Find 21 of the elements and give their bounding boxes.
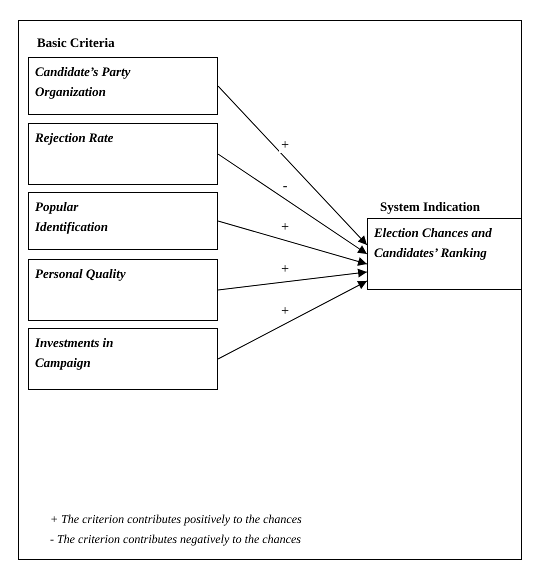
box-text: Candidate’s Party Organization bbox=[35, 63, 132, 101]
box-heading: System Indication bbox=[380, 198, 480, 216]
arrow bbox=[218, 154, 368, 254]
criterion-box bbox=[28, 328, 218, 390]
criterion-box bbox=[28, 259, 218, 321]
edge-label: + bbox=[279, 138, 291, 153]
legend-note: - The criterion contributes negatively to the chances bbox=[50, 532, 301, 547]
arrow bbox=[218, 268, 368, 290]
arrow bbox=[218, 220, 368, 266]
box-text: Popular Identification bbox=[35, 198, 109, 236]
criterion-box bbox=[28, 123, 218, 185]
arrow bbox=[218, 86, 368, 246]
box-text: Personal Quality bbox=[35, 265, 127, 283]
box-text: Investments in Campaign bbox=[35, 334, 114, 372]
legend-note: + The criterion contributes positively to the chances bbox=[50, 512, 302, 527]
criterion-box bbox=[28, 192, 218, 250]
column-heading: Basic Criteria bbox=[37, 35, 115, 51]
criterion-box bbox=[28, 57, 218, 115]
box-text: Rejection Rate bbox=[35, 129, 114, 147]
arrow bbox=[218, 280, 368, 360]
box-text: Election Chances and Candidates’ Ranking bbox=[374, 224, 493, 262]
